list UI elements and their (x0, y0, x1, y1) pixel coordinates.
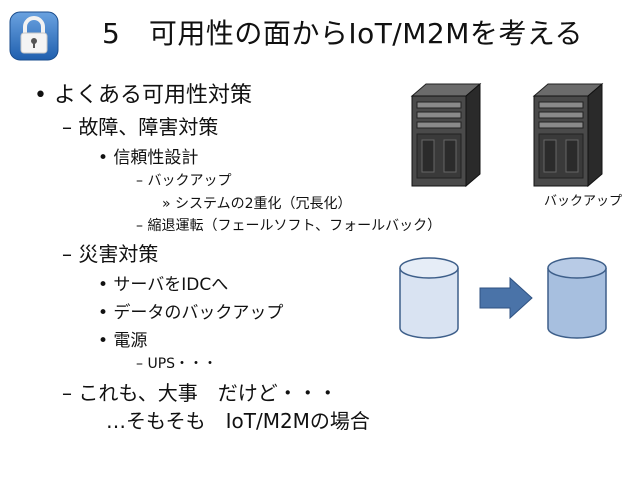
bullet-reliability-design: • 信頼性設計 (98, 148, 199, 168)
server-icon-backup (530, 82, 604, 188)
arrow-right-icon (478, 276, 534, 320)
bullet-disaster-measures: – 災害対策 (62, 242, 159, 266)
bullet-failure-measures: – 故障、障害対策 (62, 115, 219, 139)
bullet-power: • 電源 (98, 331, 148, 351)
lock-icon (8, 6, 60, 62)
bullet-data-backup: • データのバックアップ (98, 303, 284, 323)
bullet-dual-system: » システムの2重化（冗長化） (162, 196, 352, 212)
server-icon-primary (408, 82, 482, 188)
database-icon-backup (546, 256, 608, 340)
bullet-iot-case: …そもそも IoT/M2Mの場合 (106, 409, 370, 433)
bullet-important: – これも、大事 だけど・・・ (62, 381, 338, 405)
bullet-degraded-operation: – 縮退運転（フェールソフト、フォールバック） (136, 218, 442, 234)
bullet-server-idc: • サーバをIDCへ (98, 275, 229, 295)
database-icon-primary (398, 256, 460, 340)
bullet-common-measures: • よくある可用性対策 (34, 83, 252, 108)
bullet-ups: – UPS・・・ (136, 356, 218, 372)
bullet-backup: – バックアップ (136, 173, 232, 189)
server-caption: バックアップ (544, 194, 623, 209)
slide-title: 5 可用性の面からIoT/M2Mを考える (102, 17, 584, 50)
